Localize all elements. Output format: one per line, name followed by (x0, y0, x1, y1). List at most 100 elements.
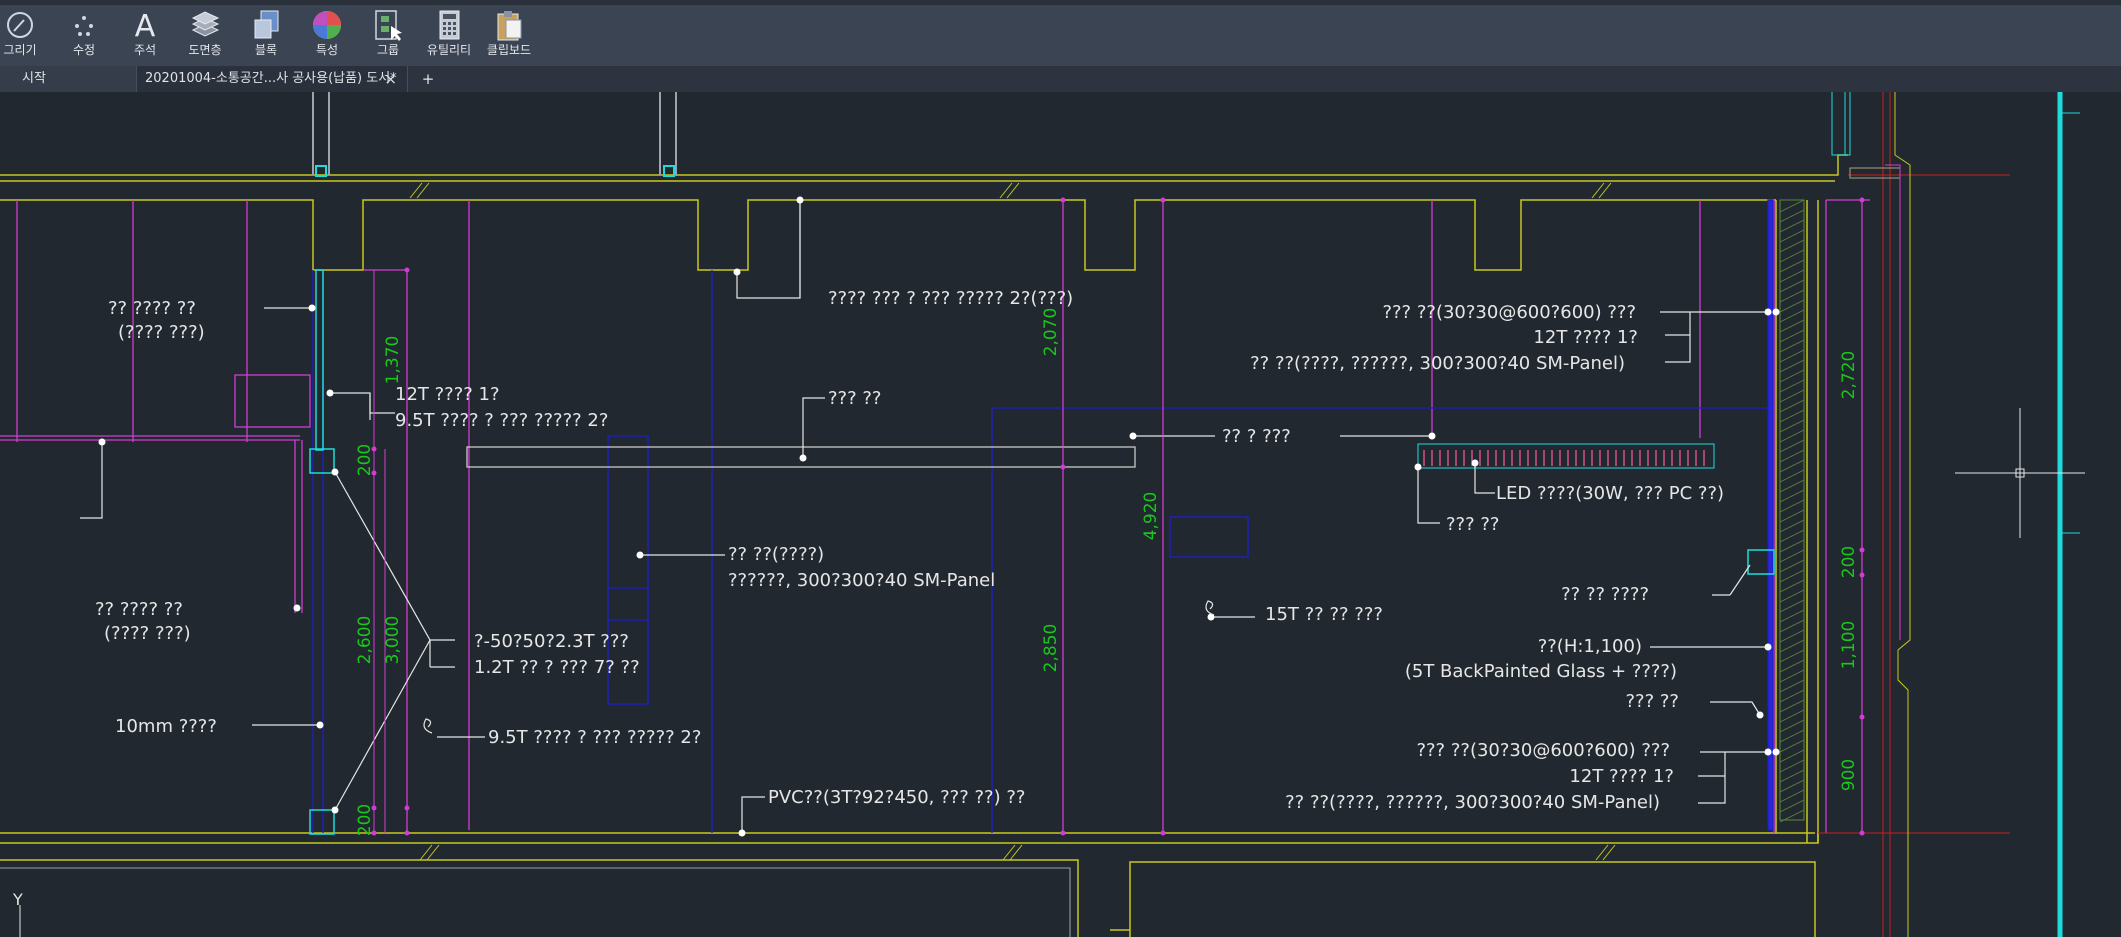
hatch-line (1779, 519, 1805, 533)
annotations: ?? ???? ?? (???? ???) 12T ???? 1? 9.5T ?… (95, 288, 1724, 813)
hatched-wall (1779, 199, 1805, 823)
hatch-line (1779, 429, 1805, 443)
hatch-line (1779, 629, 1805, 643)
hatch-line (1779, 589, 1805, 603)
modify-label: 수정 (72, 43, 96, 57)
hatch-line (1779, 329, 1805, 343)
utilities-button[interactable]: 유틸리티 (421, 7, 477, 65)
hatch-line (1779, 209, 1805, 223)
label-r8: ??? ?? (1626, 691, 1680, 712)
hatch-line (1779, 759, 1805, 773)
hatch-line (1779, 339, 1805, 353)
hatch-line (1779, 619, 1805, 633)
hatch-line (1779, 279, 1805, 293)
svg-text:A: A (135, 9, 156, 42)
dim-1100: 1,100 (1839, 621, 1859, 670)
ribbon-toolbar: 그리기 수정 A 주석 도면층 블록 특성 그룹 유틸리티 클립보드 (0, 0, 2121, 66)
modify-move-icon (75, 16, 93, 36)
hatch-line (1779, 399, 1805, 413)
draw-button[interactable]: 그리기 (0, 7, 48, 65)
hatch-line (1779, 259, 1805, 273)
crosshair-cursor (1955, 408, 2085, 538)
hatch-line (1779, 679, 1805, 693)
hatch-line (1779, 199, 1805, 213)
utilities-calculator-icon (439, 10, 460, 40)
hatch-line (1779, 559, 1805, 573)
hatch-line (1779, 229, 1805, 243)
hatch-line (1779, 249, 1805, 263)
new-tab-button[interactable]: + (421, 70, 435, 88)
dimension-lines (373, 200, 1164, 833)
block-button[interactable]: 블록 (238, 7, 294, 65)
ucs-icon: Y (12, 890, 23, 937)
grid-lines-right (1818, 92, 2080, 937)
tab-close-icon[interactable]: × (384, 70, 397, 88)
break-marks (409, 182, 1616, 861)
label-l6: 1.2T ?? ? ??? 7? ?? (474, 657, 640, 678)
hatch-line (1779, 789, 1805, 803)
leader-dots (98, 196, 1780, 837)
group-button[interactable]: 그룹 (360, 7, 416, 65)
draw-arc-icon (7, 12, 33, 38)
hatch-line (1779, 719, 1805, 733)
label-l1b: (???? ???) (118, 322, 205, 343)
label-r6: ?? ?? ???? (1561, 584, 1649, 605)
hatch-line (1779, 309, 1805, 323)
hatch-line (1779, 739, 1805, 753)
hatch-line (1779, 389, 1805, 403)
dim-3000: 3,000 (383, 616, 403, 665)
label-l12b: ??????, 300?300?40 SM-Panel (728, 570, 995, 591)
group-label: 그룹 (376, 43, 400, 57)
hatch-line (1779, 369, 1805, 383)
hatch-line (1779, 469, 1805, 483)
label-l4a: ?? ???? ?? (95, 599, 183, 620)
hatch-line (1779, 529, 1805, 543)
label-r11: ?? ??(????, ??????, 300?300?40 SM-Panel) (1285, 792, 1660, 813)
properties-label: 특성 (315, 43, 339, 57)
layers-button[interactable]: 도면층 (177, 7, 233, 65)
hatch-line (1779, 489, 1805, 503)
hatch-line (1779, 409, 1805, 423)
dimension-ticks (371, 197, 1865, 836)
leader-lines (80, 200, 1768, 833)
dim-2850: 2,850 (1041, 624, 1061, 673)
blue-members (312, 199, 1774, 833)
label-r7b: (5T BackPainted Glass + ????) (1405, 661, 1677, 682)
draw-label: 그리기 (3, 43, 37, 57)
hatch-line (1779, 659, 1805, 673)
hatch-line (1779, 439, 1805, 453)
label-l10: ???? ??? ? ??? ????? 2?(???) (828, 288, 1073, 309)
properties-button[interactable]: 특성 (299, 7, 355, 65)
clipboard-button[interactable]: 클립보드 (481, 7, 537, 65)
annotation-button[interactable]: A 주석 (117, 7, 173, 65)
hatch-line (1779, 539, 1805, 553)
hatch-line (1779, 809, 1805, 823)
modify-button[interactable]: 수정 (56, 7, 112, 65)
hatch-line (1779, 219, 1805, 233)
tab-document[interactable]: 20201004-소통공간...사 공사용(납품) 도서* × (136, 66, 408, 92)
ceiling-panel-section (466, 446, 1136, 468)
hatch-line (1779, 699, 1805, 713)
label-l12a: ?? ??(????) (728, 544, 824, 565)
dim-2600: 2,600 (355, 616, 375, 665)
hatch-line (1779, 449, 1805, 463)
dim-2720: 2,720 (1839, 351, 1859, 400)
dim-200c: 200 (1839, 546, 1859, 578)
hatch-line (1779, 509, 1805, 523)
dim-4920: 4,920 (1141, 492, 1161, 541)
label-l11: ??? ?? (828, 388, 882, 409)
hatch-line (1779, 319, 1805, 333)
hatch-line (1779, 359, 1805, 373)
block-icon (254, 10, 279, 39)
label-r5: ??? ?? (1446, 514, 1500, 535)
label-l4b: (???? ???) (104, 623, 191, 644)
tab-start[interactable]: 시작 (0, 66, 136, 92)
hatch-line (1779, 239, 1805, 253)
dim-200b: 200 (355, 804, 375, 836)
drawing-canvas[interactable]: ?? ???? ?? (???? ???) 12T ???? 1? 9.5T ?… (0, 92, 2121, 937)
break-symbols (423, 600, 1215, 734)
ceiling-hangers (312, 92, 677, 177)
label-l14: 15T ?? ?? ??? (1265, 604, 1383, 625)
hatch-line (1779, 729, 1805, 743)
label-l1a: ?? ???? ?? (108, 298, 196, 319)
